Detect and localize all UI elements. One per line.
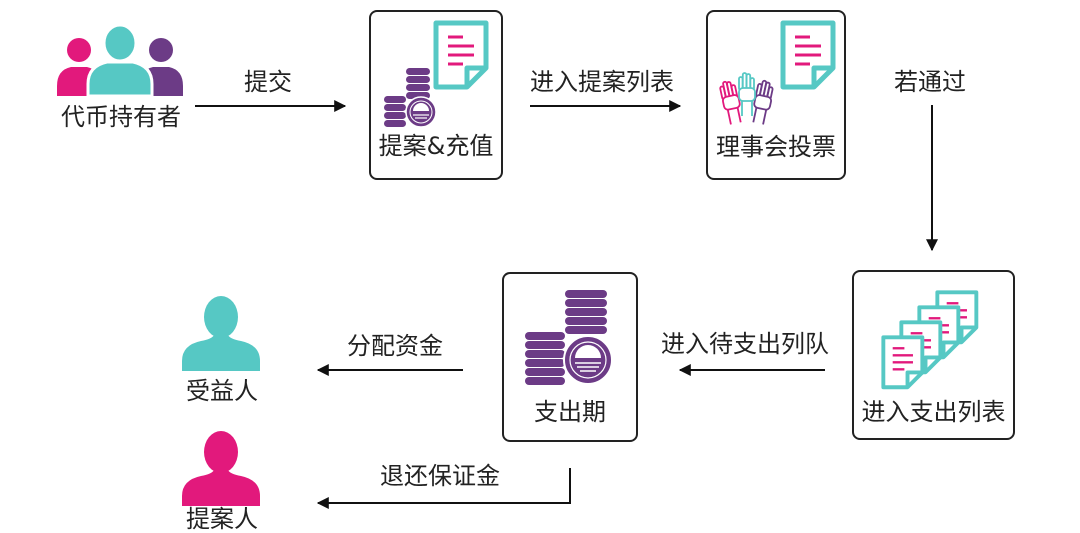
spend-period-label: 支出期 [534,398,606,426]
spend-list-label: 进入支出列表 [861,398,1006,426]
spend-period-box: 支出期 [502,272,638,442]
if-passed-edge-label: 若通过 [894,68,966,96]
people-group-icon [57,24,183,96]
council-vote-box: 理事会投票 [706,10,846,180]
proposer-label: 提案人 [186,505,258,533]
proposal-deposit-label: 提案&充值 [378,132,494,160]
document-icon [780,20,836,90]
submit-edge-label: 提交 [244,68,292,96]
token-holders-label: 代币持有者 [61,103,181,131]
beneficiary-label: 受益人 [186,377,258,405]
spend-list-box: 进入支出列表 [852,270,1015,440]
coins-icon [525,290,613,385]
council-vote-label: 理事会投票 [716,133,836,161]
enter-pending-queue-edge-label: 进入待支出列队 [661,330,829,358]
person-icon [182,296,260,371]
allocate-funds-edge-label: 分配资金 [347,332,443,360]
documents-stack-icon [881,290,979,390]
person-icon [182,431,260,506]
coins-icon [384,68,437,128]
proposal-deposit-box: 提案&充值 [369,10,503,180]
raised-hands-icon [718,72,776,126]
refund-deposit-edge-label: 退还保证金 [380,462,500,490]
document-icon [433,20,489,90]
enter-proposal-list-edge-label: 进入提案列表 [530,68,674,96]
